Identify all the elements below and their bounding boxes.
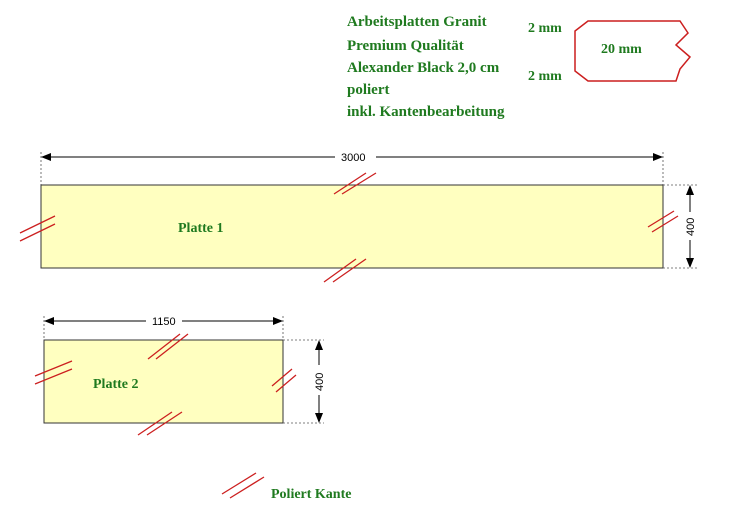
plate1-width-label: 400 — [685, 218, 697, 236]
polished-edge-mark-icon — [147, 333, 189, 360]
header-line-2: Premium Qualität — [347, 38, 464, 54]
plate1-length-dimension: 3000 — [40, 152, 664, 185]
polished-edge-mark-icon — [647, 210, 679, 233]
header-text: Arbeitsplatten Granit Premium Qualität A… — [347, 14, 505, 120]
plate1-width-dimension: 400 — [663, 184, 697, 269]
legend-mark-icon — [221, 472, 265, 499]
plate2-length-dimension: 1150 — [43, 316, 284, 340]
edge-profile-outline — [574, 20, 692, 82]
plate1-label: Platte 1 — [178, 221, 223, 236]
header-line-1: Arbeitsplatten Granit — [347, 14, 487, 30]
header-line-4: poliert — [347, 82, 390, 98]
polished-edge-mark-icon — [333, 172, 377, 195]
plate2-edge-marks — [34, 333, 297, 436]
polished-edge-mark-icon — [19, 215, 56, 242]
plate1-rect — [40, 184, 664, 269]
polished-edge-mark-icon — [271, 368, 297, 393]
header-line-5: inkl. Kantenbearbeitung — [347, 104, 505, 120]
polished-edge-mark-icon — [323, 258, 367, 283]
plate2-width-dimension: 400 — [283, 339, 326, 424]
header-line-3: Alexander Black 2,0 cm — [347, 60, 500, 76]
edge-profile: 2 mm 2 mm 20 mm — [528, 20, 692, 84]
plate1-edge-marks — [19, 172, 679, 283]
edge-profile-center-label: 20 mm — [601, 42, 642, 57]
edge-profile-bottom-label: 2 mm — [528, 69, 562, 84]
edge-profile-top-label: 2 mm — [528, 21, 562, 36]
plate1-length-label: 3000 — [341, 152, 365, 164]
legend: Poliert Kante — [221, 472, 351, 502]
legend-label: Poliert Kante — [271, 487, 351, 502]
plate2-width-label: 400 — [314, 373, 326, 391]
polished-edge-mark-icon — [137, 411, 183, 436]
polished-edge-mark-icon — [34, 360, 73, 385]
plate2-label: Platte 2 — [93, 377, 138, 392]
plate2-length-label: 1150 — [152, 316, 176, 328]
